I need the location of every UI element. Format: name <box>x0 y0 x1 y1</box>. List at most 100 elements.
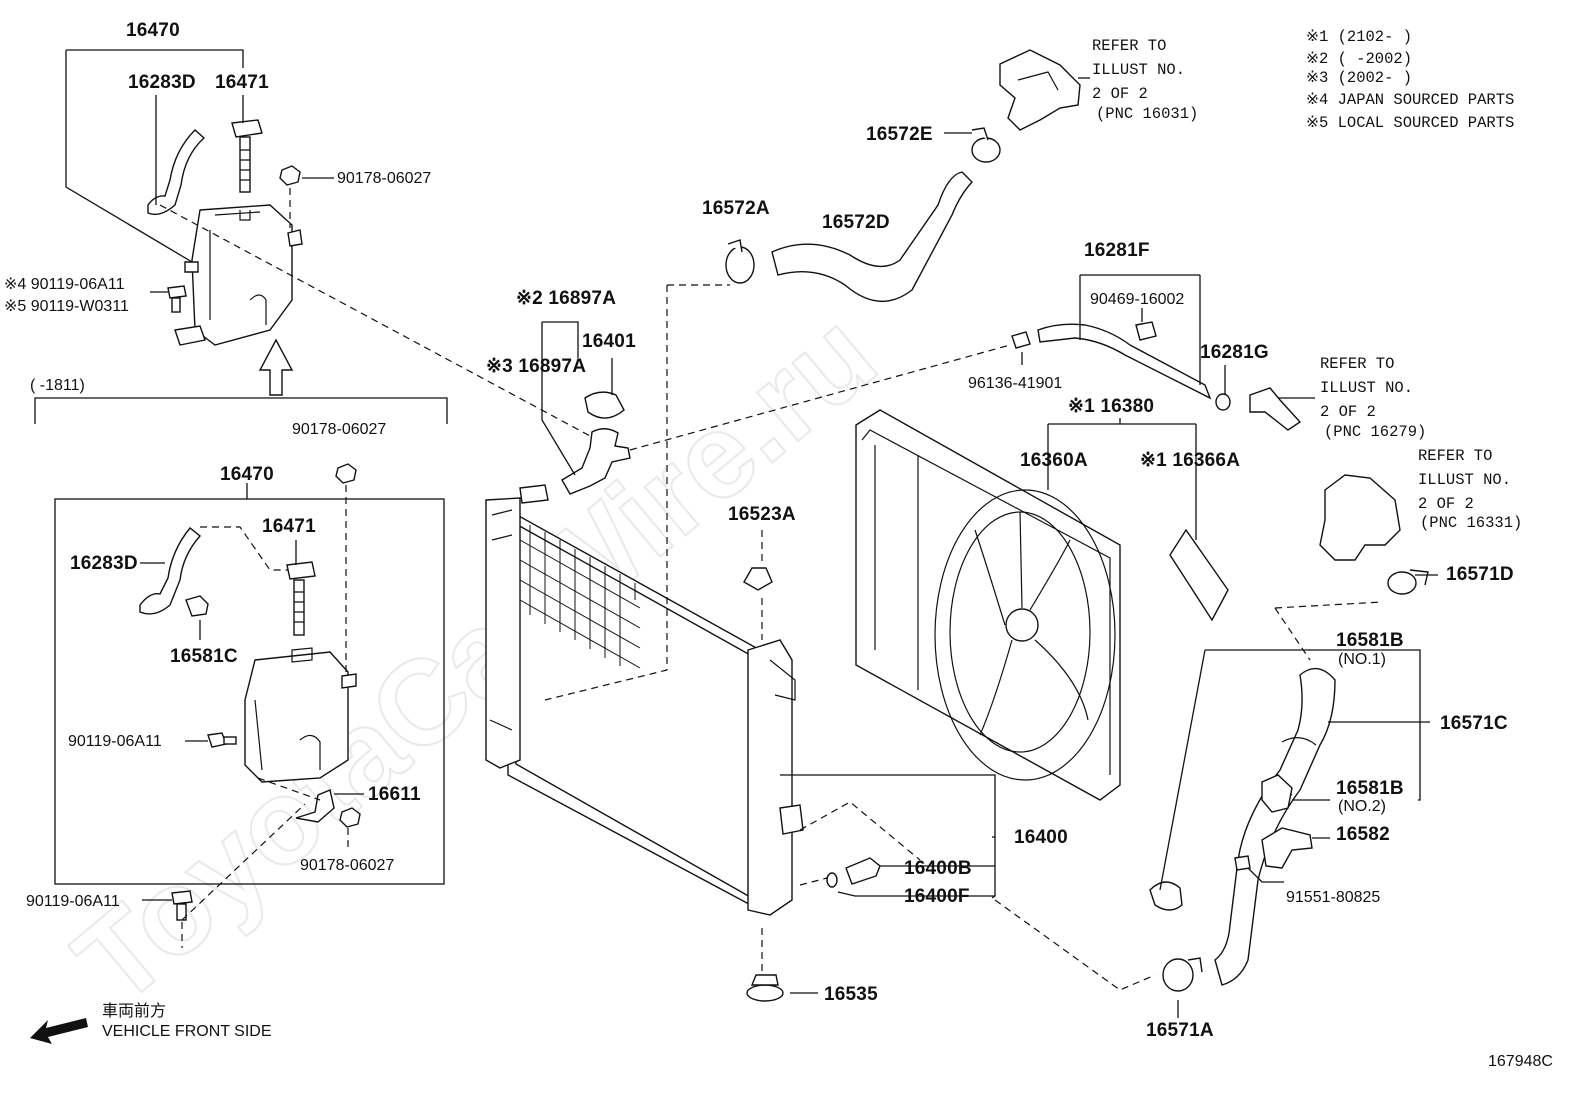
radiator-core <box>485 484 804 916</box>
ref-16331-line4: (PNC 16331) <box>1420 514 1522 532</box>
label-16400B: 16400B <box>904 858 972 879</box>
label-16470-inset: 16470 <box>220 464 274 485</box>
cushion-16535 <box>746 974 784 1002</box>
drain-cock-16400B <box>845 857 881 885</box>
clamp-96136 <box>1011 331 1031 349</box>
nut-90178-top <box>279 165 301 186</box>
bracket-16582 <box>1261 827 1313 869</box>
filler-neck-16897A <box>561 428 631 495</box>
label-16400F: 16400F <box>904 886 970 907</box>
label-96136-41901: 96136-41901 <box>968 375 1062 392</box>
footnote-4: ※4 JAPAN SOURCED PARTS <box>1306 91 1514 109</box>
o-ring-16400F <box>826 872 838 888</box>
clamp-16572A <box>725 239 755 284</box>
label-16571C: 16571C <box>1440 713 1508 734</box>
hose-16281F <box>1037 323 1212 400</box>
label-16281F: 16281F <box>1084 240 1150 261</box>
label-16581B-no2-sub: (NO.2) <box>1338 798 1386 815</box>
footnote-1: ※1 (2102- ) <box>1306 28 1412 46</box>
footnote-5: ※5 LOCAL SOURCED PARTS <box>1306 114 1514 132</box>
vehicle-front-jp: 車両前方 <box>102 1002 166 1020</box>
ref-16031-line4: (PNC 16031) <box>1096 105 1198 123</box>
label-90119-06A11-bottom: 90119-06A11 <box>26 893 120 910</box>
label-90178-top: 90178-06027 <box>337 170 431 187</box>
footnote-2: ※2 ( -2002) <box>1306 50 1412 68</box>
label-90119-06A11-top: ※4 90119-06A11 <box>4 276 125 293</box>
label-16897A-2: ※2 16897A <box>516 288 616 309</box>
clip-90469 <box>1135 321 1157 341</box>
label-16471-top: 16471 <box>215 72 269 93</box>
clamp-16581B-no1 <box>1149 881 1183 911</box>
label-16581B-no2: 16581B <box>1336 778 1404 799</box>
reservoir-cap-top <box>231 119 263 193</box>
bolt-91551 <box>1234 855 1251 871</box>
label-16572D: 16572D <box>822 212 890 233</box>
label-16400: 16400 <box>1014 827 1068 848</box>
nut-90178-inset-bot <box>339 807 361 828</box>
reservoir-cap-inset <box>286 561 316 636</box>
ref-16279-line1: REFER TO <box>1320 355 1394 373</box>
ref-16331-line1: REFER TO <box>1418 447 1492 465</box>
label-16572E: 16572E <box>866 124 933 145</box>
footnote-3: ※3 (2002- ) <box>1306 69 1412 87</box>
clamp-16571A <box>1162 957 1203 992</box>
cushion-16523A <box>743 567 773 591</box>
lower-hose-16571C <box>1214 667 1336 986</box>
bolt-90119-top <box>167 285 187 313</box>
clamp-16281G <box>1215 393 1231 411</box>
label-90119-06A11-inset: 90119-06A11 <box>68 733 162 750</box>
label-16897A-3: ※3 16897A <box>486 356 586 377</box>
label-16582: 16582 <box>1336 824 1390 845</box>
label-91551-80825: 91551-80825 <box>1286 889 1380 906</box>
label-16281G: 16281G <box>1200 342 1269 363</box>
radiator-cap-16401 <box>584 391 625 419</box>
label-90119-W0311: ※5 90119-W0311 <box>4 298 129 315</box>
label-16581B-no1: 16581B <box>1336 630 1404 651</box>
label-16470-top: 16470 <box>126 20 180 41</box>
ref-16279-line2: ILLUST NO. <box>1320 379 1413 397</box>
reservoir-tank-inset <box>244 647 357 783</box>
vehicle-front-arrow-icon <box>30 1018 88 1044</box>
label-16571D: 16571D <box>1446 564 1514 585</box>
thermostat-housing-lower <box>1319 474 1401 561</box>
diagram-code: 167948C <box>1488 1053 1553 1070</box>
label-16611: 16611 <box>368 784 421 805</box>
label-16571A: 16571A <box>1146 1020 1214 1041</box>
arrow-up-icon <box>258 338 294 396</box>
ref-16331-line3: 2 OF 2 <box>1418 495 1474 513</box>
label-16581C: 16581C <box>170 646 238 667</box>
fan-shroud-16360A <box>855 409 1121 801</box>
label-16366A: ※1 16366A <box>1140 450 1240 471</box>
clamp-16572E <box>971 127 1001 163</box>
upper-hose-16572D <box>771 171 973 303</box>
bolt-90119-bottom <box>171 890 193 921</box>
ref-16031-line1: REFER TO <box>1092 37 1166 55</box>
label-16360A: 16360A <box>1020 450 1088 471</box>
thermostat-housing-upper <box>999 49 1081 131</box>
label-16581B-no1-sub: (NO.1) <box>1338 651 1386 668</box>
ref-16279-line4: (PNC 16279) <box>1324 423 1426 441</box>
label-16283D-top: 16283D <box>128 72 196 93</box>
clamp-16581B-no2 <box>1261 774 1293 813</box>
ref-16279-line3: 2 OF 2 <box>1320 403 1376 421</box>
ref-16031-line3: 2 OF 2 <box>1092 85 1148 103</box>
label-16283D-inset: 16283D <box>70 553 138 574</box>
label-16523A: 16523A <box>728 504 796 525</box>
label-90178-inset-bot: 90178-06027 <box>300 857 394 874</box>
ref-16031-line2: ILLUST NO. <box>1092 61 1185 79</box>
inset-date-range: ( -1811) <box>30 377 85 394</box>
label-16401: 16401 <box>582 331 636 352</box>
bracket-16611 <box>295 789 335 823</box>
label-90178-inset-top: 90178-06027 <box>292 421 386 438</box>
ref-16331-line2: ILLUST NO. <box>1418 471 1511 489</box>
cover-16366A <box>1169 528 1229 622</box>
bolt-90119-inset <box>207 732 237 748</box>
label-16572A: 16572A <box>702 198 770 219</box>
pipe-16279 <box>1249 387 1302 431</box>
label-16380: ※1 16380 <box>1068 396 1154 417</box>
label-16535: 16535 <box>824 984 878 1005</box>
hose-clip-16581C <box>185 595 209 617</box>
clamp-16571D <box>1387 569 1429 595</box>
reservoir-tank-top <box>174 204 303 346</box>
